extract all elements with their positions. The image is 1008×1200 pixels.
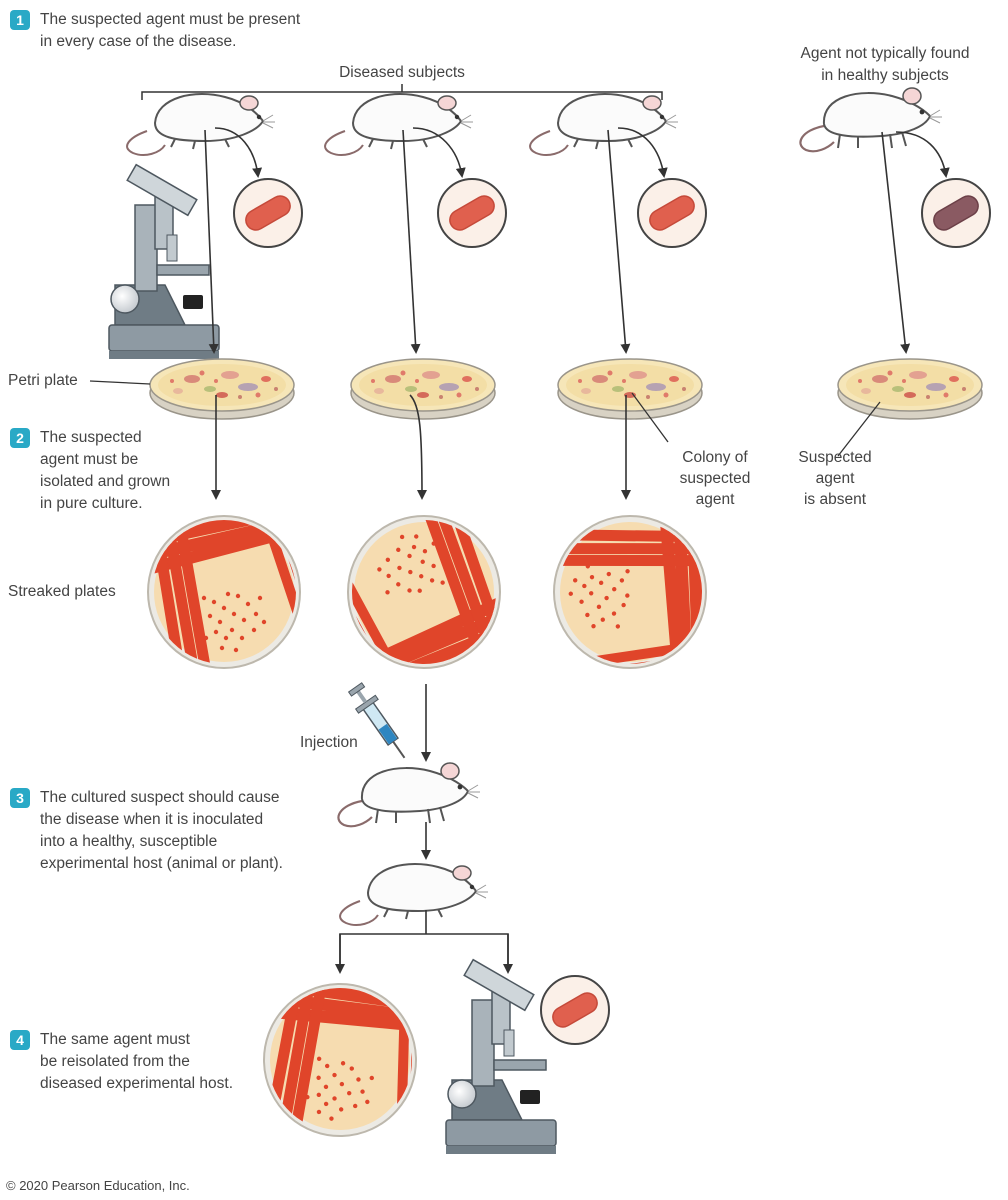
mouse-icon <box>337 761 482 828</box>
bacterium-icon <box>637 178 707 248</box>
microscope-icon <box>445 958 557 1155</box>
bacterium-icon <box>437 178 507 248</box>
connector-arrow <box>837 401 881 457</box>
connector-arrow <box>339 910 509 968</box>
mouse-icon <box>799 86 944 153</box>
petri-dish-icon <box>149 358 295 420</box>
postulate-4-line-2: be reisolated from the <box>40 1053 190 1070</box>
colony-label-line-3: agent <box>695 491 735 508</box>
absent-label-line-1: Suspected <box>798 449 872 466</box>
bacterium-icon <box>233 178 303 248</box>
postulate-4-line-1: The same agent must <box>40 1031 190 1048</box>
mouse-icon <box>324 93 474 157</box>
postulate-2-line-3: isolated and grown <box>40 473 171 490</box>
colony-label-line-2: suspected <box>679 470 751 487</box>
mouse-icon <box>126 93 276 157</box>
diseased-subjects-label: Diseased subjects <box>339 64 465 81</box>
healthy-note-line-2: in healthy subjects <box>821 67 949 84</box>
connector-arrow <box>631 392 669 443</box>
colony-label-line-1: Colony of <box>682 449 748 466</box>
postulate-1-line-1: The suspected agent must be present <box>40 11 301 28</box>
postulate-3-line-1: The cultured suspect should cause <box>40 789 280 806</box>
bacterium-icon <box>921 178 991 248</box>
postulate-3-line-4: experimental host (animal or plant). <box>40 855 283 872</box>
absent-label-line-2: agent <box>815 470 855 487</box>
connector-arrow <box>141 84 663 100</box>
postulate-2-line-2: agent must be <box>40 451 139 468</box>
postulate-4-line-3: diseased experimental host. <box>40 1075 234 1092</box>
postulate-1-badge: 1 <box>10 10 30 30</box>
connector-arrows <box>211 394 631 500</box>
streaked-plate-icon <box>237 946 456 1166</box>
streaked-plate-icon <box>321 499 518 698</box>
streaked-plate-icon <box>144 500 314 672</box>
bacterium-icon <box>540 975 610 1045</box>
microscope-icon <box>108 163 220 360</box>
postulate-2-line-4: in pure culture. <box>40 495 143 512</box>
petri-dish-icon <box>557 358 703 420</box>
petri-dish-icon <box>837 358 983 420</box>
mouse-icon <box>339 863 489 927</box>
petri-plate-label: Petri plate <box>8 372 78 389</box>
injection-label: Injection <box>300 734 358 751</box>
copyright: © 2020 Pearson Education, Inc. <box>6 1178 190 1193</box>
postulate-2-line-1: The suspected <box>40 429 142 446</box>
connector-arrows <box>214 127 950 178</box>
streaked-plate-icon <box>536 499 735 696</box>
connector-arrow <box>89 380 151 385</box>
absent-label-line-3: is absent <box>803 491 867 508</box>
postulate-3-badge: 3 <box>10 788 30 808</box>
postulate-2-badge: 2 <box>10 428 30 448</box>
petri-dish-icon <box>350 358 496 420</box>
postulate-3-line-2: the disease when it is inoculated <box>40 811 264 828</box>
postulate-3-line-3: into a healthy, susceptible <box>40 833 218 850</box>
postulate-1-line-2: in every case of the disease. <box>40 33 237 50</box>
healthy-note-line-1: Agent not typically found <box>800 45 970 62</box>
postulate-4-badge: 4 <box>10 1030 30 1050</box>
streaked-plates-label: Streaked plates <box>8 583 116 600</box>
mouse-icon <box>529 93 679 157</box>
connector-arrows <box>204 129 911 354</box>
